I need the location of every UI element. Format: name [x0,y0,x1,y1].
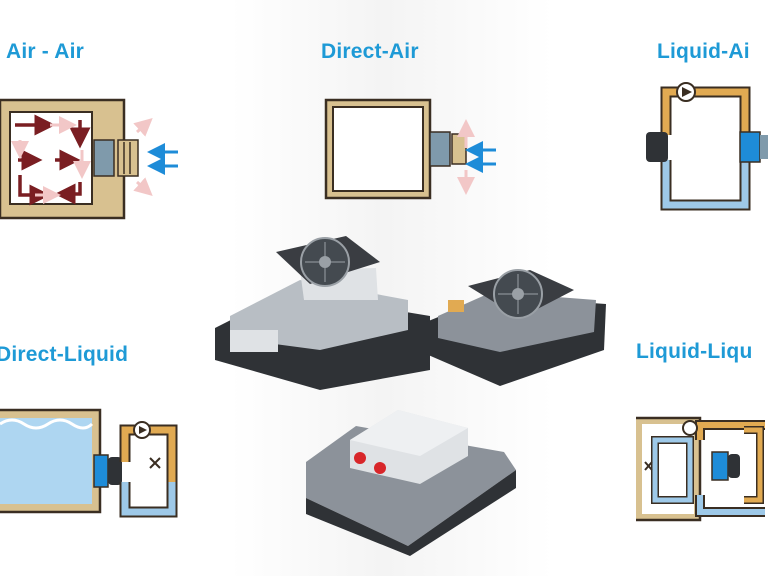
heat-sink-icon [429,131,451,167]
product-photo-right [426,269,606,386]
label-direct-air: Direct-Air [321,40,419,63]
direct-liquid-diagram [0,408,178,518]
air-air-diagram [0,98,178,220]
pump-icon [682,420,698,436]
heat-sink-icon [93,139,115,177]
label-liquid-liquid: Liquid-Liqu [636,340,753,363]
cold-air-arrow-icon [147,143,178,175]
fan-icon [149,457,161,469]
product-photo-bottom [306,410,516,556]
warm-air-arrow-icon [11,116,153,204]
product-photo-left [215,236,430,390]
liquid-liquid-diagram [636,416,765,522]
liquid-air-diagram [646,82,768,211]
label-liquid-air: Liquid-Ai [657,40,750,63]
label-direct-liquid: Direct-Liquid [0,343,129,366]
hot-air-arrow-icon [15,114,91,206]
direct-air-diagram [324,98,496,200]
label-air-air: Air - Air [6,40,85,63]
